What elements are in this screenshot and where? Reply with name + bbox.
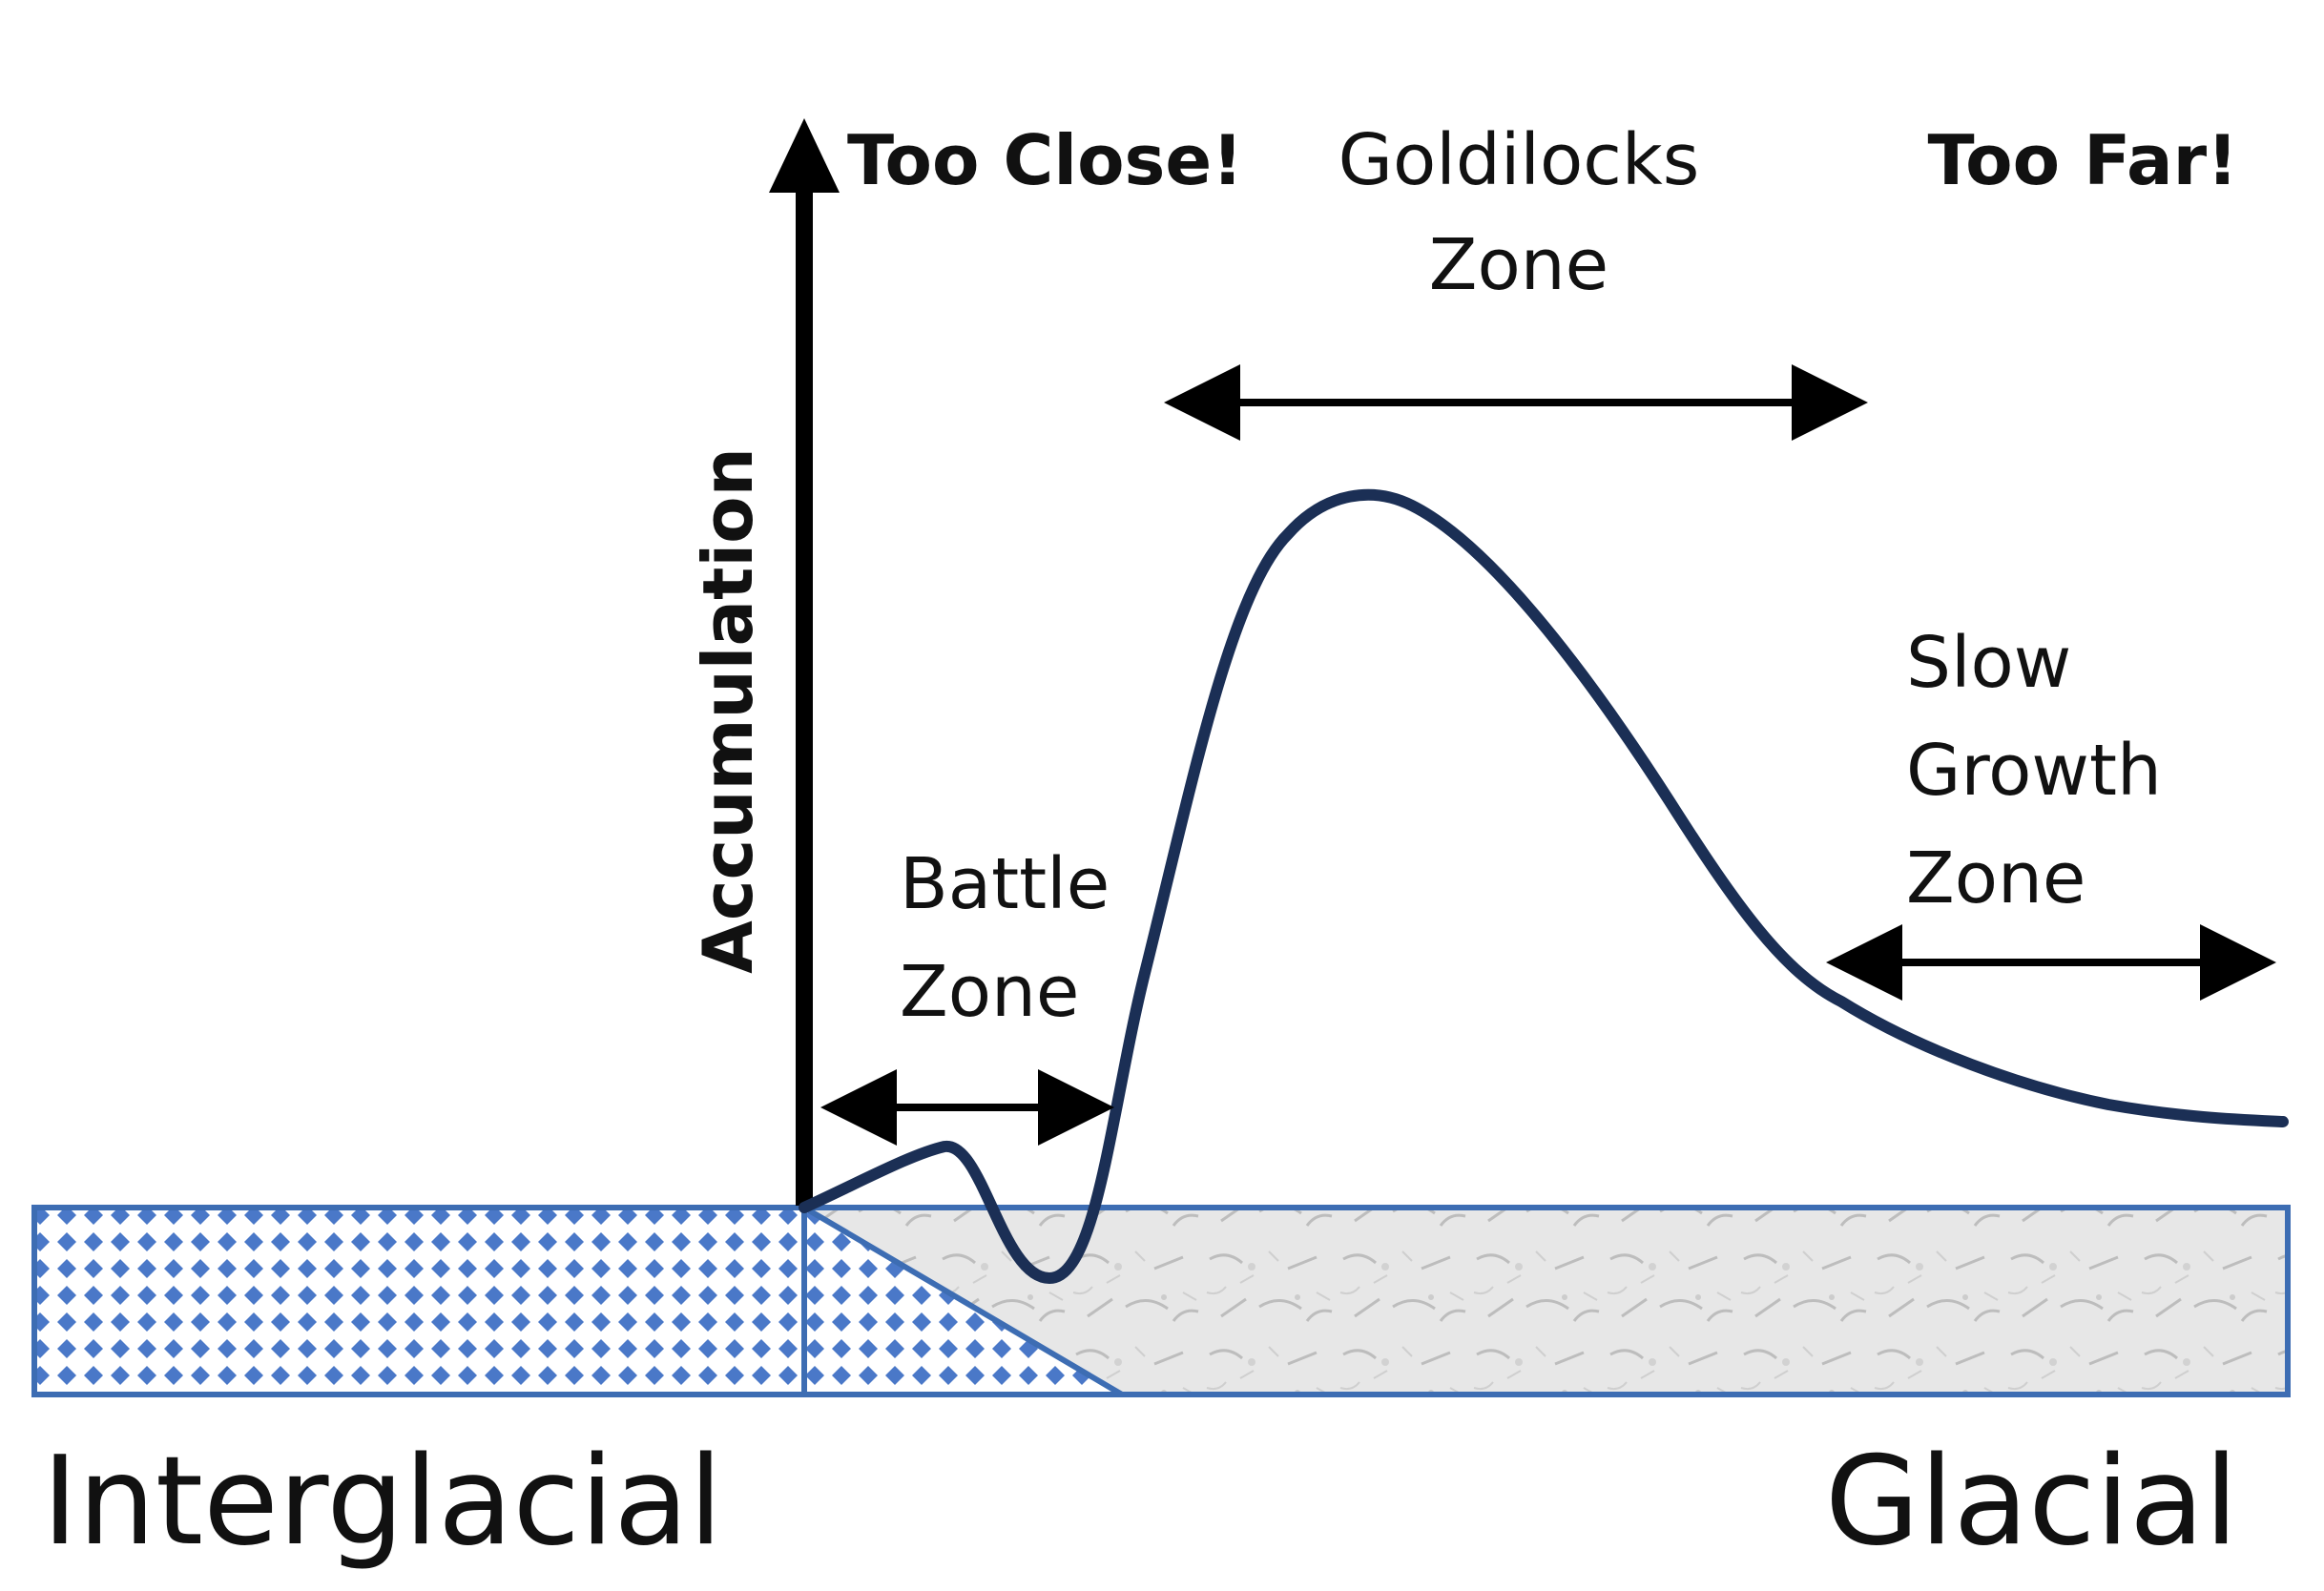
interglacial-label: Interglacial: [42, 1431, 722, 1573]
slow-growth-label-line3: Zone: [1906, 837, 2085, 919]
accumulation-axis-label: Accumulation: [688, 447, 768, 974]
battle-label-line2: Zone: [900, 951, 1079, 1033]
too-close-label: Too Close!: [847, 120, 1243, 200]
goldilocks-label-line2: Zone: [1429, 224, 1608, 306]
battle-label-line1: Battle: [900, 843, 1110, 925]
slow-growth-label-line1: Slow: [1906, 622, 2071, 704]
too-far-label: Too Far!: [1928, 120, 2238, 200]
slow-growth-label-line2: Growth: [1906, 730, 2162, 812]
transition-wedge: [801, 1205, 1125, 1397]
accumulation-curve: [799, 488, 2289, 1284]
axis-arrowhead-icon: [769, 118, 840, 193]
interglacial-strip: [31, 1205, 807, 1397]
goldilocks-label-line1: Goldilocks: [1338, 119, 1700, 201]
glacial-label: Glacial: [1825, 1431, 2238, 1573]
